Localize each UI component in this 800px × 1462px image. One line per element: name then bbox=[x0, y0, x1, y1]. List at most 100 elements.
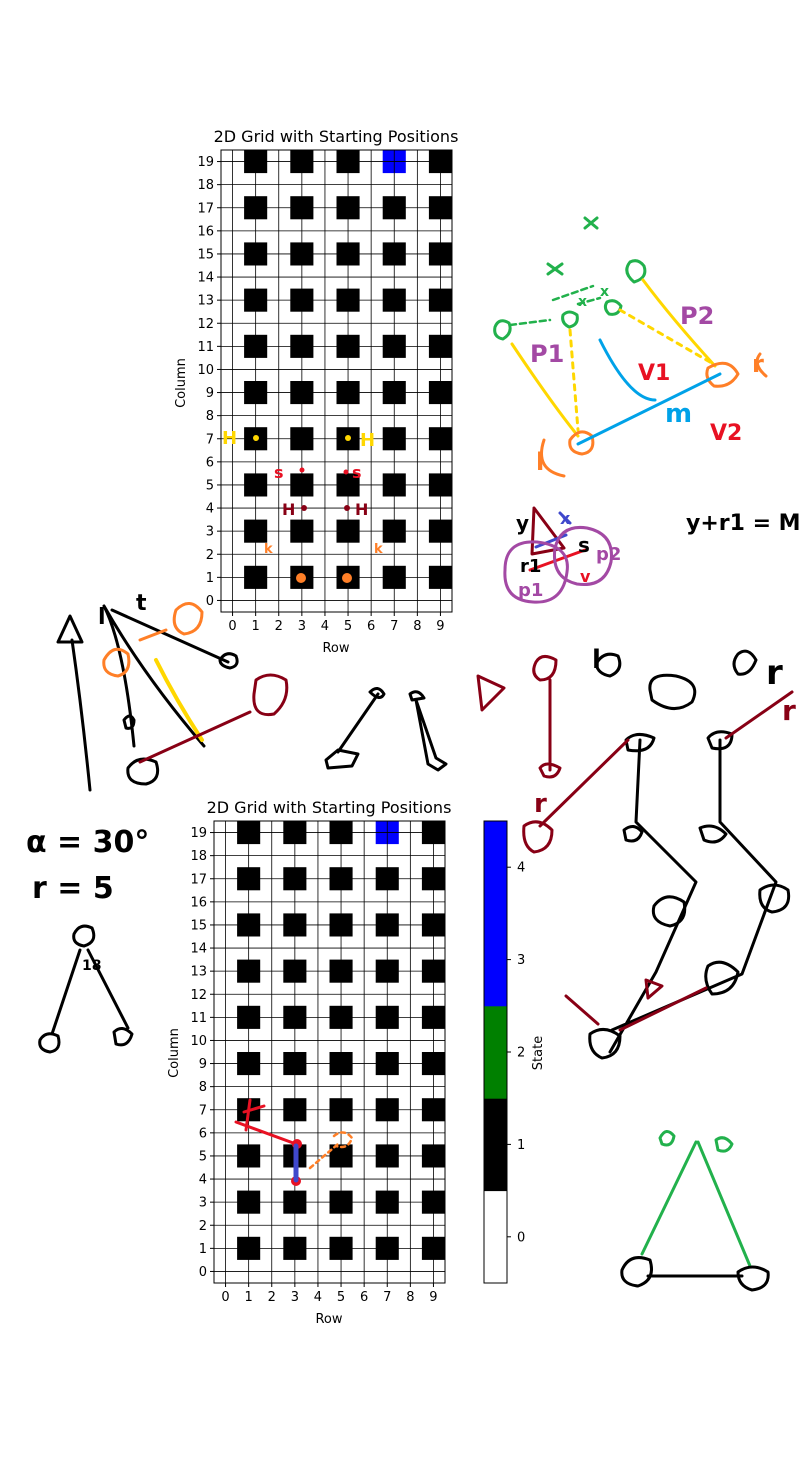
note-p2: p2 bbox=[596, 544, 621, 565]
y-tick-label: 18 bbox=[190, 849, 207, 864]
y-tick-label: 12 bbox=[190, 988, 207, 1003]
colorbar-segment bbox=[484, 1005, 507, 1099]
x-tick-label: 1 bbox=[245, 1290, 253, 1305]
sketch-stroke bbox=[588, 824, 791, 1060]
y-tick-label: 5 bbox=[206, 478, 214, 493]
sketch-stroke bbox=[658, 1130, 734, 1153]
sketch-stroke bbox=[122, 652, 239, 786]
y-tick-label: 3 bbox=[206, 525, 214, 540]
y-tick-label: 8 bbox=[199, 1080, 207, 1095]
note-r: r bbox=[782, 694, 796, 727]
sketch-stroke bbox=[510, 278, 717, 438]
x-tick-label: 4 bbox=[321, 619, 329, 634]
note-v1: V1 bbox=[638, 361, 670, 386]
colorbar-tick-label: 3 bbox=[517, 953, 525, 968]
y-tick-label: 9 bbox=[199, 1057, 207, 1072]
y-tick-label: 7 bbox=[206, 432, 214, 447]
x-tick-label: 8 bbox=[413, 619, 421, 634]
note-r: r bbox=[766, 653, 783, 693]
point-marker bbox=[301, 505, 307, 511]
x-tick-label: 3 bbox=[298, 619, 306, 634]
sketch-stroke bbox=[234, 1098, 298, 1146]
y-tick-label: 1 bbox=[199, 1242, 207, 1257]
note-r: r bbox=[534, 789, 547, 819]
x-tick-label: 8 bbox=[406, 1290, 414, 1305]
note-k: k bbox=[374, 542, 383, 557]
note-l: l bbox=[98, 605, 106, 630]
note-h: H bbox=[282, 500, 295, 519]
point-marker bbox=[344, 505, 350, 511]
x-tick-label: 7 bbox=[383, 1290, 391, 1305]
colorbar-segment bbox=[484, 1190, 507, 1284]
x-axis-label: Row bbox=[315, 1312, 342, 1327]
x-tick-label: 1 bbox=[252, 619, 260, 634]
colorbar-tick-label: 2 bbox=[517, 1046, 525, 1061]
y-tick-label: 5 bbox=[199, 1149, 207, 1164]
y-tick-label: 8 bbox=[206, 409, 214, 424]
note-k: k bbox=[264, 542, 273, 557]
colorbar-segment bbox=[484, 821, 507, 914]
y-tick-label: 10 bbox=[197, 363, 214, 378]
note-s: s bbox=[274, 463, 284, 482]
point-marker bbox=[342, 573, 352, 583]
note-h: H bbox=[360, 430, 375, 451]
note-r: r bbox=[752, 350, 764, 378]
sketch-stroke bbox=[102, 602, 204, 678]
x-axis-label: Row bbox=[322, 641, 349, 656]
sketch-stroke bbox=[546, 216, 599, 276]
sketch-stroke bbox=[540, 352, 768, 478]
colorbar-label: State bbox=[531, 1036, 546, 1070]
sketch-stroke bbox=[503, 525, 613, 604]
y-tick-label: 2 bbox=[199, 1219, 207, 1234]
note-v: v bbox=[580, 567, 591, 586]
note-h: H bbox=[222, 428, 237, 449]
sketch-stroke bbox=[138, 673, 289, 764]
y-tick-label: 1 bbox=[206, 571, 214, 586]
x-tick-label: 4 bbox=[314, 1290, 322, 1305]
y-tick-label: 10 bbox=[190, 1034, 207, 1049]
note-l: l bbox=[592, 645, 601, 675]
sketch-stroke bbox=[528, 548, 587, 572]
point-marker bbox=[343, 469, 349, 475]
y-tick-label: 6 bbox=[199, 1126, 207, 1141]
note-s: s bbox=[352, 463, 362, 482]
y-tick-label: 7 bbox=[199, 1103, 207, 1118]
y-tick-label: 6 bbox=[206, 455, 214, 470]
y-tick-label: 14 bbox=[190, 942, 207, 957]
point-marker bbox=[299, 467, 305, 473]
x-tick-label: 6 bbox=[367, 619, 375, 634]
y-tick-label: 2 bbox=[206, 548, 214, 563]
point-marker bbox=[296, 573, 306, 583]
y-tick-label: 13 bbox=[190, 965, 207, 980]
y-axis-label: Column bbox=[174, 358, 189, 408]
note-t: t bbox=[136, 591, 147, 616]
x-tick-label: 5 bbox=[337, 1290, 345, 1305]
y-tick-label: 15 bbox=[197, 247, 214, 262]
sketch-stroke bbox=[640, 1140, 752, 1268]
note-s: s bbox=[578, 533, 590, 557]
note-x: x bbox=[578, 294, 587, 310]
sketch-stroke bbox=[576, 338, 722, 446]
note-x: x bbox=[560, 509, 571, 528]
sketch-stroke bbox=[324, 687, 448, 772]
sketch-stroke bbox=[508, 284, 602, 327]
x-tick-label: 9 bbox=[436, 619, 444, 634]
equation: r = 5 bbox=[32, 871, 114, 906]
x-tick-label: 9 bbox=[429, 1290, 437, 1305]
x-tick-label: 2 bbox=[275, 619, 283, 634]
note-x: x bbox=[600, 284, 609, 300]
note-y: y bbox=[516, 511, 529, 535]
x-tick-label: 6 bbox=[360, 1290, 368, 1305]
note-r1: r1 bbox=[520, 556, 541, 577]
y-tick-label: 0 bbox=[206, 594, 214, 609]
point-marker bbox=[253, 435, 259, 441]
point-marker bbox=[345, 435, 351, 441]
x-tick-label: 5 bbox=[344, 619, 352, 634]
x-tick-label: 0 bbox=[221, 1290, 229, 1305]
chart-title: 2D Grid with Starting Positions bbox=[214, 127, 459, 146]
sketch-stroke bbox=[56, 604, 230, 792]
sketch-stroke bbox=[493, 259, 647, 341]
y-tick-label: 14 bbox=[197, 271, 214, 286]
